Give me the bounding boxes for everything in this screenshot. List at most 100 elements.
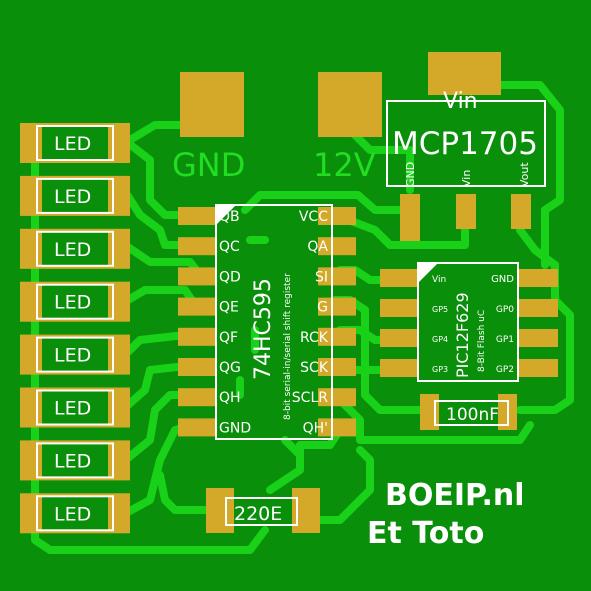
shift-register-pad-left [178, 207, 216, 225]
mcu-pad-left [380, 269, 418, 287]
led-5: LED [20, 334, 130, 375]
mcu-left-pin-label: Vin [432, 275, 446, 285]
regulator-vin-label: Vin [443, 89, 478, 114]
shift-register-pad-right [318, 237, 356, 256]
power-pads: GND 12V [172, 52, 501, 184]
resistor-pad-left [206, 488, 234, 533]
led-1: LED [20, 123, 130, 163]
mcu-pad-right [518, 299, 558, 317]
regulator-pad-vout [511, 194, 531, 229]
shift-register-right-pin-label: VCC [299, 209, 328, 225]
shift-register-outline [215, 204, 333, 440]
led-body [42, 390, 108, 425]
shift-register-pad-left [178, 297, 216, 316]
led-label: LED [54, 186, 91, 208]
brand-author: Et Toto [367, 516, 484, 551]
mcu-pad-left [380, 329, 418, 347]
shift-register-right-pin-label: QH' [303, 420, 328, 436]
shift-register-pad-left [178, 237, 216, 256]
shift-register-pad-right [318, 267, 356, 286]
shift-register-right-pin-label: G [317, 300, 328, 316]
regulator-pin-vout: Vout [518, 162, 531, 187]
shift-register-right-pin-label: SCLR [292, 390, 328, 406]
shift-register-pad-left [178, 267, 216, 286]
led-outline [36, 230, 114, 267]
led-outline [36, 442, 114, 479]
shift-register-left-pin-label: QG [219, 360, 241, 376]
shift-register-pad-right [318, 297, 356, 316]
led-label: LED [54, 398, 91, 420]
mcu-left-pin-label: GP4 [432, 335, 448, 344]
led-body [42, 443, 108, 478]
led-outline [36, 389, 114, 426]
led-body [42, 231, 108, 266]
led-label: LED [54, 450, 91, 472]
led-3: LED [20, 228, 130, 269]
shift-register-left-pin-label: GND [219, 420, 251, 436]
mcu-pads [380, 269, 558, 377]
vin-pad [428, 52, 501, 95]
gnd-label: GND [172, 146, 245, 184]
shift-register-pad-right [318, 418, 356, 437]
led-label: LED [54, 345, 91, 367]
led-body [42, 284, 108, 319]
shift-register-pad-right [318, 388, 356, 407]
shift-register-pads [178, 207, 356, 437]
led-8: LED [20, 493, 130, 534]
v12-pad [318, 72, 382, 137]
led-2: LED [20, 175, 130, 216]
led-outline [36, 125, 114, 161]
led-7: LED [20, 440, 130, 481]
led-label: LED [54, 133, 91, 155]
led-array: LED LED LED LED LED LED LED LED [20, 123, 130, 534]
mcu-left-pin-label: GP5 [432, 305, 448, 314]
shift-register-pin1-marker [216, 205, 236, 225]
shift-register-left-pin-label: QB [219, 209, 240, 225]
led-body [42, 496, 108, 531]
mcu-right-pin-label: GP2 [496, 365, 514, 375]
led-label: LED [54, 239, 91, 261]
regulator-outline [386, 100, 546, 187]
shift-register-left-pin-label: QF [219, 330, 238, 346]
brand-site: BOEIP.nl [385, 478, 525, 513]
regulator: Vin MCP1705 GND Vin Vout [386, 89, 546, 241]
led-body [42, 337, 108, 372]
led-body [42, 178, 108, 213]
resistor-outline [225, 497, 298, 526]
shift-register-pad-right [318, 207, 356, 225]
mcu-pad-right [518, 359, 558, 377]
mcu-pin1-marker [418, 263, 438, 283]
shift-register-pad-right [318, 327, 356, 346]
capacitor-outline [434, 400, 509, 426]
mcu-right-pin-label: GP0 [496, 305, 514, 315]
mcu-name: PIC12F629 [453, 292, 472, 378]
mcu-outline [417, 262, 519, 382]
shift-register-left-pin-label: QC [219, 239, 240, 255]
shift-register-right-pin-label: RCK [300, 330, 329, 346]
led-label: LED [54, 292, 91, 314]
mcu-pad-right [518, 269, 558, 287]
mcu-pad-right [518, 329, 558, 347]
regulator-pad-gnd [400, 194, 420, 241]
shift-register-subtitle: 8-bit serial-in/serial shift register [283, 273, 293, 420]
led-outline [36, 336, 114, 373]
regulator-pad-vin [456, 194, 476, 229]
shift-register-pad-right [318, 358, 356, 376]
resistor-value: 220E [234, 503, 282, 525]
shift-register-left-pin-label: QE [219, 300, 239, 316]
mcu-right-pin-label: GP1 [496, 335, 514, 345]
v12-label: 12V [313, 146, 376, 184]
shift-register-right-pin-label: SI [315, 269, 328, 285]
shift-register-pad-left [178, 388, 216, 407]
gnd-pad [180, 72, 244, 137]
capacitor: 100nF [420, 394, 517, 430]
shift-register-name: 74HC595 [251, 278, 276, 380]
capacitor-value: 100nF [446, 405, 499, 425]
led-body [42, 126, 108, 160]
led-label: LED [54, 503, 91, 525]
